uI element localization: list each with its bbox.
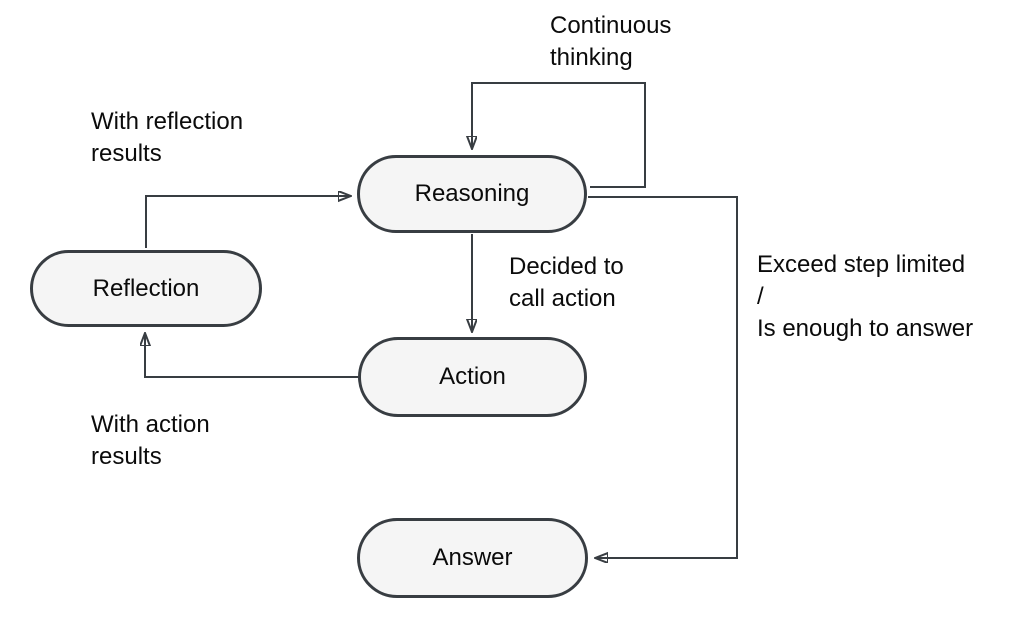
node-reflection: Reflection	[30, 250, 262, 327]
edge-action-to-reflection	[145, 334, 358, 378]
node-action: Action	[358, 337, 587, 417]
node-action-label: Action	[439, 363, 506, 390]
node-answer: Answer	[357, 518, 588, 598]
node-reasoning: Reasoning	[357, 155, 587, 233]
edge-reasoning-self-loop	[472, 82, 646, 188]
edge-reflection-to-reasoning	[145, 196, 350, 248]
edge-reasoning-to-answer	[588, 196, 738, 558]
node-answer-label: Answer	[432, 544, 513, 571]
edge-label-with-action-results: With action results	[91, 411, 210, 470]
node-reasoning-label: Reasoning	[414, 180, 530, 207]
edge-label-continuous-thinking: Continuous thinking	[550, 12, 672, 71]
edge-label-decided-to-call-action: Decided to call action	[509, 253, 624, 312]
node-reflection-label: Reflection	[92, 274, 200, 302]
edge-label-exceed-step-limited: Exceed step limited / Is enough to answe…	[757, 251, 974, 342]
edge-label-with-reflection-results: With reflection results	[91, 108, 244, 167]
